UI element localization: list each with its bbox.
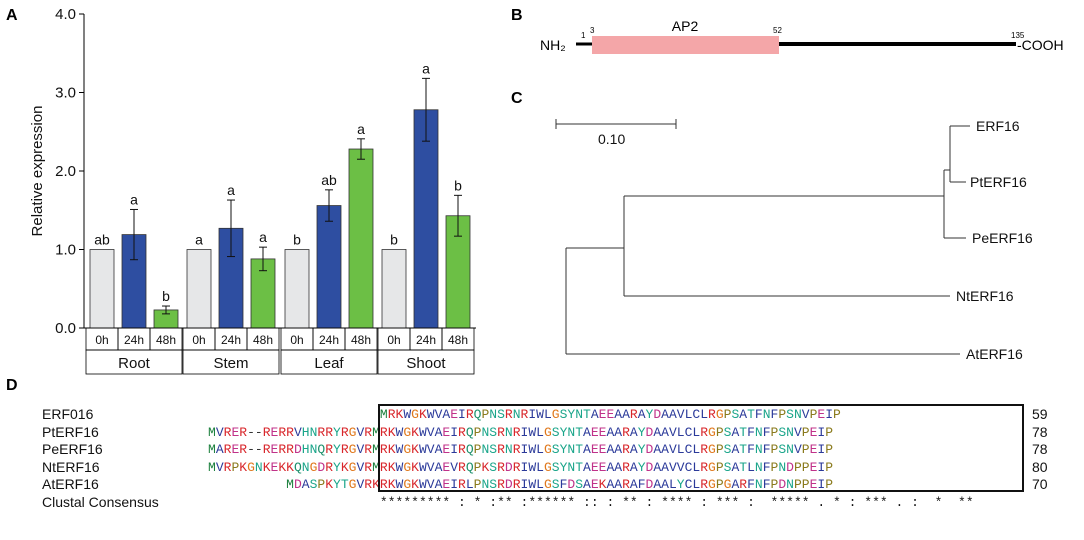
protein-domain-diagram: NH₂ AP2 1 3 52 135 -COOH: [540, 18, 1064, 54]
alignment-sequence: MVRER--RERRVHNRRYRGVRMRKWGKWVAEIRQPNSRNR…: [208, 424, 833, 440]
group-label: Root: [118, 355, 151, 372]
n-terminus-label: NH₂: [540, 37, 566, 53]
alignment-sequence: MVRPKGNKEKKQNGDRYKGVRMRKWGKWVAEVRQPKSRDR…: [208, 459, 833, 475]
significance-letter: ab: [94, 232, 110, 248]
time-label: 0h: [387, 333, 400, 347]
group-cell: [377, 349, 475, 375]
time-label: 24h: [124, 333, 144, 347]
y-tick-label: 2.0: [55, 163, 76, 180]
significance-letter: a: [259, 229, 267, 245]
alignment-row-label: PeERF16: [42, 441, 103, 457]
alignment-sequence: MARER--RERRDHNQRYRGVRMRKWGKWVAEIRQPNSRNR…: [208, 442, 833, 457]
time-label: 48h: [448, 333, 468, 347]
time-label: 48h: [351, 333, 371, 347]
ap2-domain-box: [592, 36, 779, 54]
y-axis-label: Relative expression: [29, 106, 46, 237]
panel-letter-a: A: [6, 7, 18, 24]
tree-leaf-pterf16: PtERF16: [970, 174, 1027, 190]
time-label: 0h: [95, 333, 108, 347]
significance-letter: b: [390, 232, 398, 248]
position-domain-start: 3: [590, 26, 595, 35]
tree-leaf-peerf16: PeERF16: [972, 230, 1033, 246]
position-domain-end: 52: [773, 26, 782, 35]
time-label: 0h: [290, 333, 303, 347]
group-label: Stem: [213, 355, 248, 372]
tree-leaf-erf16: ERF16: [976, 118, 1020, 134]
phylogenetic-tree: [555, 119, 970, 355]
y-tick-label: 1.0: [55, 242, 76, 259]
alignment-sequence: ********* : * :** :****** :: : ** : ****…: [379, 494, 974, 510]
position-end: 135: [1011, 31, 1025, 40]
alignment-row-label: Clustal Consensus: [42, 493, 159, 510]
group-label: Leaf: [314, 355, 344, 372]
group-cell: [182, 349, 280, 375]
alignment-row-label: ERF016: [42, 406, 94, 422]
time-label: 48h: [253, 333, 273, 347]
alignment-row-label: NtERF16: [42, 458, 100, 475]
significance-letter: a: [227, 182, 235, 198]
alignment-residue-count: 70: [1032, 476, 1048, 492]
sequence-alignment: ERF016 MRKWGKWVAEIRQPNSRNRIWLGSYNTAEEAAR…: [0, 398, 1084, 540]
significance-letter: a: [422, 60, 430, 76]
bar: [413, 109, 439, 329]
significance-letter: a: [357, 121, 365, 137]
time-label: 0h: [192, 333, 205, 347]
time-label: 24h: [319, 333, 339, 347]
significance-letter: ab: [321, 172, 337, 188]
alignment-sequence: MRKWGKWVAEIRQPNSRNRIWLGSYNTAEEAARAYDAAVL…: [379, 407, 841, 422]
significance-letter: a: [130, 191, 138, 207]
ap2-domain-label: AP2: [672, 18, 699, 34]
alignment-row-label: PtERF16: [42, 423, 99, 440]
group-cell: [280, 349, 378, 375]
bar: [348, 148, 374, 329]
group-cell: [85, 349, 183, 375]
tree-leaf-aterf16: AtERF16: [966, 346, 1023, 362]
panel-letter-b: B: [511, 7, 523, 24]
bar: [284, 249, 310, 329]
significance-letter: b: [454, 177, 462, 193]
time-label: 24h: [416, 333, 436, 347]
c-terminus-label: -COOH: [1017, 37, 1064, 53]
significance-letter: b: [162, 288, 170, 304]
time-label: 48h: [156, 333, 176, 347]
y-tick-label: 0.0: [55, 320, 76, 337]
bar: [89, 249, 115, 329]
scale-bar-label: 0.10: [598, 131, 625, 147]
alignment-residue-count: 59: [1032, 406, 1048, 422]
alignment-sequence: MDASPKYTGVRKRKWGKWVAEIRLPNSRDRIWLGSFDSAE…: [286, 477, 833, 492]
panel-letter-c: C: [511, 90, 523, 107]
alignment-residue-count: 80: [1032, 458, 1048, 475]
y-tick-label: 3.0: [55, 85, 76, 102]
position-start: 1: [581, 31, 586, 40]
alignment-row-label: AtERF16: [42, 476, 99, 492]
group-label: Shoot: [406, 355, 446, 372]
y-tick-label: 4.0: [55, 6, 76, 23]
significance-letter: a: [195, 232, 203, 248]
significance-letter: b: [293, 232, 301, 248]
tree-labels: 0.10 ERF16 PtERF16 PeERF16 NtERF16 AtERF…: [598, 118, 1033, 362]
bar: [316, 205, 342, 329]
alignment-residue-count: 78: [1032, 441, 1048, 457]
panel-letter-d: D: [6, 377, 18, 394]
alignment-residue-count: 78: [1032, 423, 1048, 440]
bar: [381, 249, 407, 329]
time-label: 24h: [221, 333, 241, 347]
bar: [186, 249, 212, 329]
tree-leaf-nterf16: NtERF16: [956, 288, 1014, 304]
